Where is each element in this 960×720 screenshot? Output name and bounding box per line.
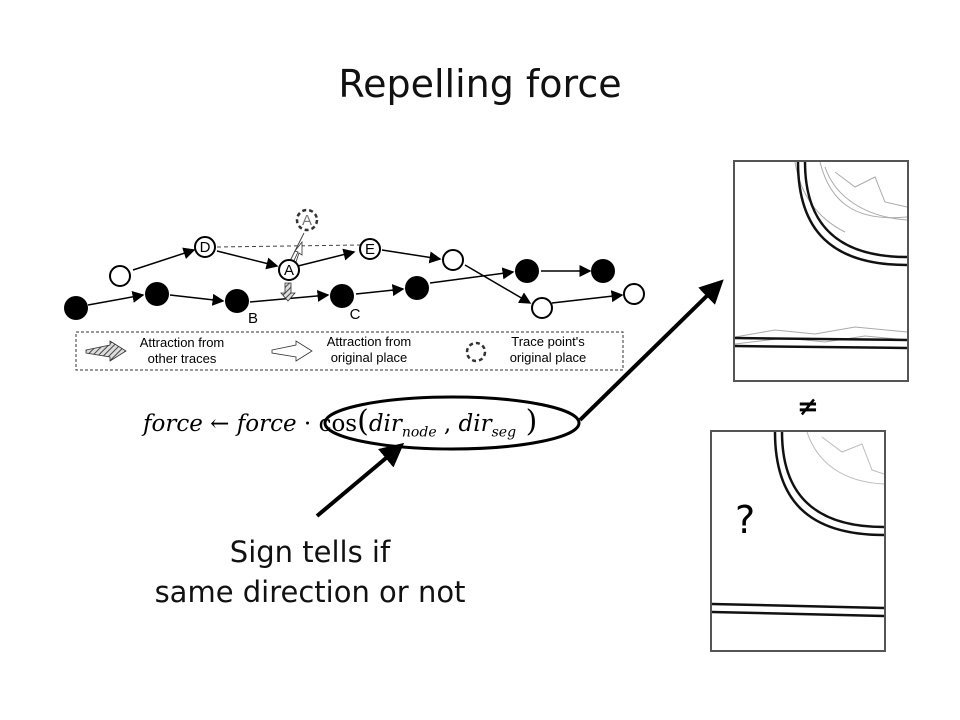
a-original-label: A [302, 212, 312, 229]
map-thumbnail-top [733, 160, 909, 382]
trace-node [442, 249, 464, 271]
outline-arrow-icon [271, 340, 313, 362]
node-e [359, 238, 381, 260]
trace-node [623, 283, 645, 305]
trace-node [64, 296, 88, 320]
formula-sep: , [436, 411, 459, 437]
node-e-label: E [365, 241, 375, 258]
callout-line-1: Sign tells if [229, 535, 391, 569]
node-d [194, 236, 216, 258]
node-d-label: D [200, 239, 211, 256]
trace-node [145, 282, 169, 306]
cos-highlight-ellipse [323, 395, 581, 451]
hatched-arrow-icon [85, 340, 127, 362]
callout-arrow [315, 442, 405, 518]
formula-lhs: force [143, 411, 203, 437]
legend-item-2-line2: original place [331, 350, 408, 365]
dashed-circle-icon [465, 341, 487, 363]
map-thumbnail-bottom-drawing [712, 432, 884, 618]
formula-arg2: dir [458, 411, 492, 437]
node-c [330, 284, 354, 308]
trace-node [531, 297, 553, 319]
to-thumbnail-arrow [578, 279, 724, 422]
node-c-label: C [350, 306, 361, 323]
node-a [278, 259, 300, 281]
not-equal-symbol: ≠ [797, 392, 819, 422]
node-b-label: B [248, 310, 258, 327]
slide-title: Repelling force [338, 62, 622, 106]
trace-node [515, 259, 539, 283]
trace-node [109, 265, 131, 287]
map-thumbnail-bottom [710, 430, 886, 652]
trace-node [591, 259, 615, 283]
upper-trace-edges [132, 247, 624, 304]
callout-line-2: same direction or not [154, 575, 466, 609]
hatched-force-arrow-icon [280, 282, 296, 302]
formula-arrow: ← [202, 411, 237, 437]
formula-arg1-sub: node [401, 424, 437, 441]
legend: Attraction from other traces Attraction … [75, 331, 624, 371]
formula-arg1: dir [368, 411, 402, 437]
legend-item-1-line1: Attraction from [140, 335, 225, 350]
trace-diagram: A D A E B C Attraction from other traces… [64, 208, 645, 371]
trace-node [405, 276, 429, 300]
callout-text: Sign tells if same direction or not [110, 532, 510, 612]
legend-item-3-line1: Trace point's [511, 334, 585, 349]
legend-item-3-line2: original place [510, 350, 587, 365]
lower-trace-edges [87, 265, 592, 306]
node-b [225, 289, 249, 313]
formula-dot: · [296, 411, 319, 437]
d-e-dashed-line [216, 244, 361, 248]
legend-item-1-line2: other traces [148, 351, 217, 366]
a-original-dashed-circle [295, 208, 319, 232]
node-a-label: A [284, 262, 294, 279]
formula-rhs: force [236, 411, 297, 437]
displacement-line [288, 232, 305, 264]
map-thumbnail-top-drawing [735, 162, 907, 350]
legend-item-2-line1: Attraction from [327, 334, 412, 349]
formula-arg2-sub: seg [491, 424, 517, 441]
unknown-mark: ? [735, 498, 756, 542]
